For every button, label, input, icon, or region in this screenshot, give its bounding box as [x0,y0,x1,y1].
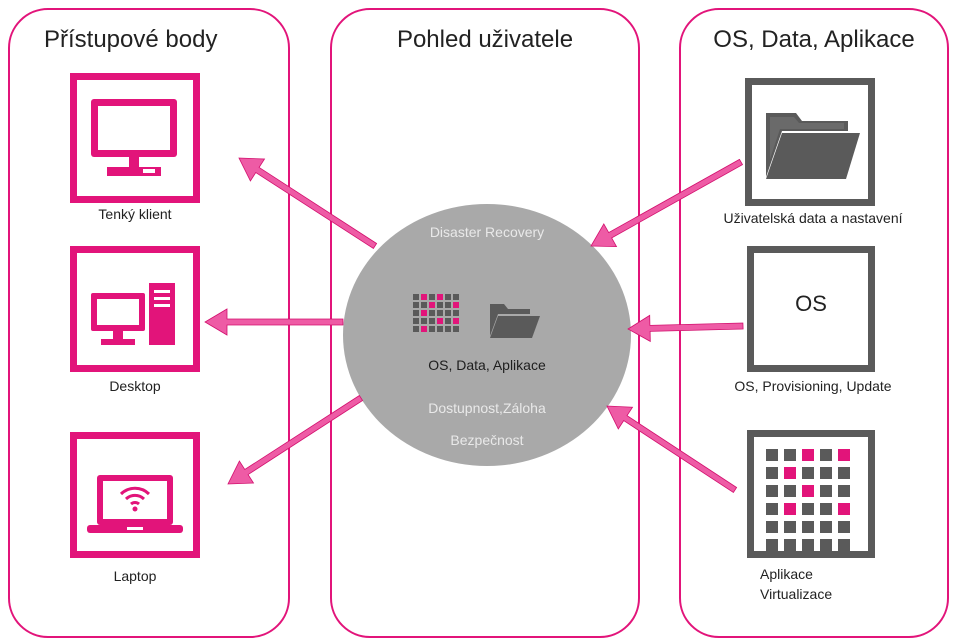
grid-cell [802,449,814,461]
grid-cell [453,326,459,332]
grid-cell [820,503,832,515]
grid-cell [429,326,435,332]
grid-cell [838,449,850,461]
grid-cell [802,521,814,533]
virtualization-label: Virtualizace [760,586,833,602]
grid-cell [421,310,427,316]
grid-cell [838,503,850,515]
grid-cell [445,326,451,332]
panel-title-user-view: Pohled uživatele [396,26,574,53]
grid-cell [421,318,427,324]
grid-cell [766,485,778,497]
grid-cell [421,294,427,300]
grid-cell [437,318,443,324]
grid-cell [413,302,419,308]
os-box-text: OS [795,291,827,316]
grid-cell [820,539,832,551]
grid-cell [453,310,459,316]
monitor-icon [91,99,177,176]
thin-client-box [70,73,200,203]
desktop-box [70,246,200,372]
grid-cell [429,310,435,316]
grid-cell [421,302,427,308]
desktop-pc-icon [91,283,175,345]
os-provisioning-label: OS, Provisioning, Update [734,378,892,394]
grid-cell [445,310,451,316]
flow-arrow [227,394,364,485]
grid-cell [802,503,814,515]
grid-cell [453,318,459,324]
flow-arrow [238,157,378,250]
grid-cell [766,449,778,461]
laptop-wifi-icon [87,475,183,533]
grid-cell [802,539,814,551]
grid-cell [820,521,832,533]
grid-cell [445,302,451,308]
grid-cell [766,503,778,515]
grid-cell [784,485,796,497]
panel-title-access-points: Přístupové body [44,26,218,53]
grid-cell [802,485,814,497]
app-virtualization-box [747,430,875,558]
flow-arrow [204,308,344,336]
grid-cell [445,318,451,324]
thin-client-label: Tenký klient [98,206,172,222]
grid-cell [802,467,814,479]
grid-cell [784,539,796,551]
grid-cell [766,521,778,533]
grid-cell [838,467,850,479]
grid-cell [413,310,419,316]
availability-backup-label: Dostupnost,Záloha [428,400,546,416]
grid-cell [820,467,832,479]
applications-label: Aplikace [760,566,813,582]
flow-arrows [204,157,744,494]
panel-title-sources: OS, Data, Aplikace [713,26,915,53]
user-view-circle: Disaster Recovery OS, Data, Aplikace Dos… [343,204,631,466]
flow-arrow [606,405,738,494]
grid-cell [766,467,778,479]
grid-cell [429,318,435,324]
user-data-box [745,78,875,206]
desktop-label: Desktop [109,378,161,394]
laptop-box [70,432,200,558]
grid-cell [437,310,443,316]
grid-cell [784,449,796,461]
grid-cell [437,302,443,308]
grid-cell [453,294,459,300]
grid-cell [838,539,850,551]
grid-cell [413,326,419,332]
mini-app-grid-icon [413,294,459,332]
user-data-label: Uživatelská data a nastavení [723,210,903,226]
grid-cell [413,318,419,324]
grid-cell [784,521,796,533]
grid-cell [820,485,832,497]
grid-cell [429,294,435,300]
grid-cell [838,485,850,497]
grid-cell [784,503,796,515]
grid-cell [437,294,443,300]
grid-cell [421,326,427,332]
mini-folder-icon [490,304,540,338]
grid-cell [820,449,832,461]
flow-arrow [590,158,744,248]
grid-cell [429,302,435,308]
grid-cell [766,539,778,551]
grid-cell [437,326,443,332]
security-label: Bezpečnost [450,432,524,448]
laptop-label: Laptop [113,568,157,584]
os-box: OS [747,246,875,372]
grid-cell [413,294,419,300]
flow-arrow [627,314,744,343]
app-grid-icon [766,449,850,551]
grid-cell [445,294,451,300]
folder-icon [766,113,860,179]
grid-cell [838,521,850,533]
disaster-recovery-label: Disaster Recovery [429,224,545,240]
grid-cell [453,302,459,308]
os-data-apps-label: OS, Data, Aplikace [428,357,546,373]
grid-cell [784,467,796,479]
